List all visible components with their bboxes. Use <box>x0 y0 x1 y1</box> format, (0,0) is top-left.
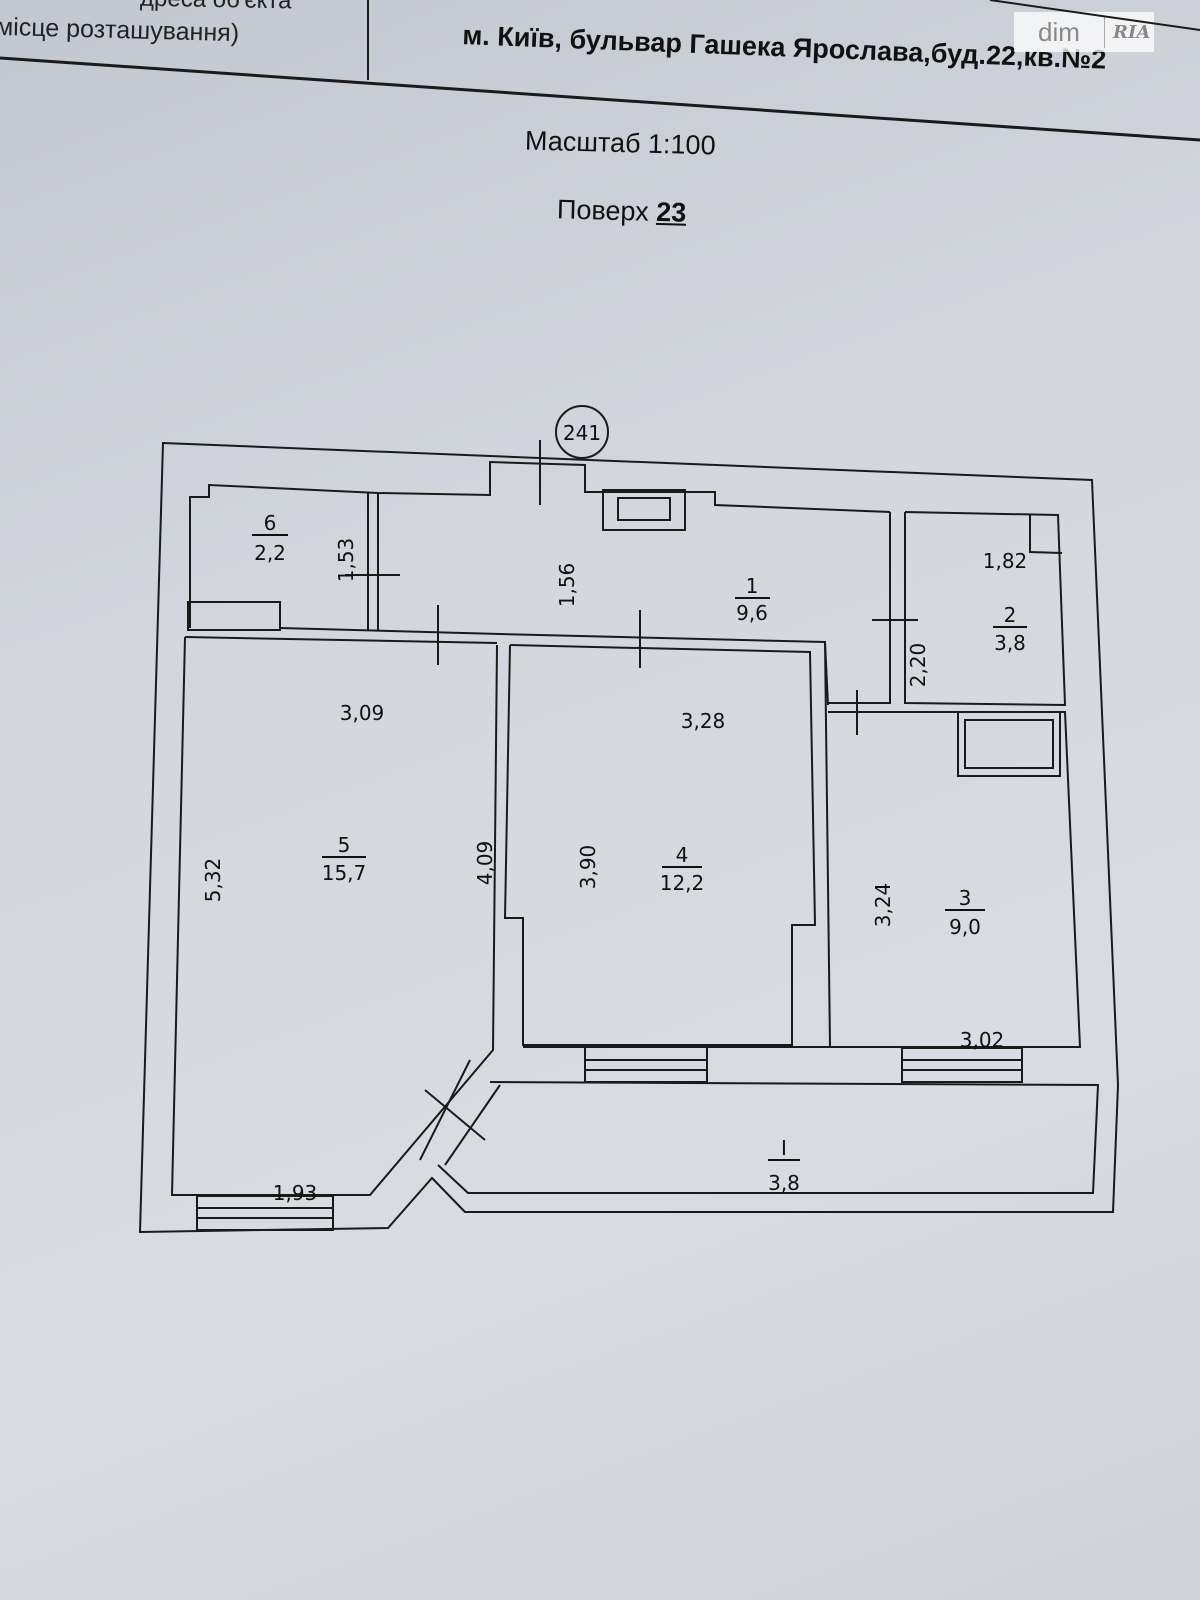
room-6-label: 62,2 <box>252 511 288 565</box>
dim-room2-height: 2,20 <box>906 643 930 688</box>
svg-text:I: I <box>781 1136 787 1160</box>
room-5-label: 515,7 <box>322 833 367 885</box>
ventilation-shaft <box>602 489 686 531</box>
door-marks <box>345 440 918 735</box>
svg-text:3: 3 <box>959 886 972 910</box>
svg-text:3,8: 3,8 <box>768 1171 800 1195</box>
svg-text:2: 2 <box>1004 603 1017 627</box>
ventilation-shaft-inner <box>617 497 671 521</box>
header-rule-top <box>989 0 1200 31</box>
room-4-outline <box>503 644 817 1046</box>
dim-room5-bottom: 1,93 <box>273 1181 318 1205</box>
dim-room6-height: 1,53 <box>334 538 358 583</box>
svg-text:15,7: 15,7 <box>322 861 367 885</box>
room-labels: 19,6 23,8 39,0 412,2 515,7 62,2 I3,8 <box>252 511 1027 1195</box>
balcony-outline <box>437 1081 1100 1194</box>
room-2-wall <box>828 512 891 704</box>
svg-text:1: 1 <box>746 574 759 598</box>
room-2-outline <box>904 511 1067 707</box>
window-room-5 <box>196 1195 334 1231</box>
svg-text:2,2: 2,2 <box>254 541 286 565</box>
dim-room5-width: 3,09 <box>340 701 385 725</box>
dim-room4-height: 3,90 <box>576 845 600 890</box>
room-4-label: 412,2 <box>660 843 705 895</box>
room-3-outline <box>828 711 1082 1048</box>
room-3-fixture-inner <box>964 719 1054 769</box>
room-6-wall <box>189 460 891 628</box>
svg-text:12,2: 12,2 <box>660 871 705 895</box>
watermark-logo: dim RIA <box>1014 12 1154 52</box>
balcony-door <box>419 1059 501 1166</box>
balcony-label: I 3,8 <box>768 1136 800 1195</box>
room-1-label: 19,6 <box>735 574 770 625</box>
svg-text:4: 4 <box>676 843 689 867</box>
room-2-label: 23,8 <box>993 603 1027 655</box>
window-room-4 <box>584 1046 708 1083</box>
svg-text:5: 5 <box>338 833 351 857</box>
svg-text:9,0: 9,0 <box>949 915 981 939</box>
dim-room5-right: 4,09 <box>473 841 497 886</box>
svg-text:6: 6 <box>264 511 277 535</box>
axis-marker: 241 <box>563 421 601 445</box>
svg-text:3,8: 3,8 <box>994 631 1026 655</box>
watermark-ria: RIA <box>1113 21 1151 43</box>
room-4-right-wall <box>824 641 831 1048</box>
svg-text:9,6: 9,6 <box>736 601 768 625</box>
room-3-label: 39,0 <box>945 886 985 939</box>
room-3-fixture <box>957 711 1061 777</box>
room-6-block <box>187 601 281 631</box>
dim-room4-width: 3,28 <box>681 709 726 733</box>
room-2-niche <box>1029 515 1063 554</box>
corridor-wall <box>279 627 829 706</box>
corridor-wall-inner <box>184 636 498 644</box>
dim-room2-width: 1,82 <box>983 549 1028 573</box>
window-room-3 <box>901 1047 1023 1083</box>
dimensions: 1,53 1,56 1,82 2,20 3,09 5,32 4,09 1,93 … <box>201 538 1027 1205</box>
watermark-dim: dim <box>1014 16 1105 48</box>
outer-wall <box>138 441 1120 1234</box>
axis-marker-circle <box>555 405 609 459</box>
dim-room5-height: 5,32 <box>201 858 225 903</box>
dim-room3-height: 3,24 <box>871 883 895 928</box>
dim-corridor-height: 1,56 <box>555 563 579 608</box>
header-rule-bottom <box>0 56 1200 142</box>
dim-room3-width: 3,02 <box>960 1028 1005 1052</box>
room-5-outline <box>170 636 498 1196</box>
